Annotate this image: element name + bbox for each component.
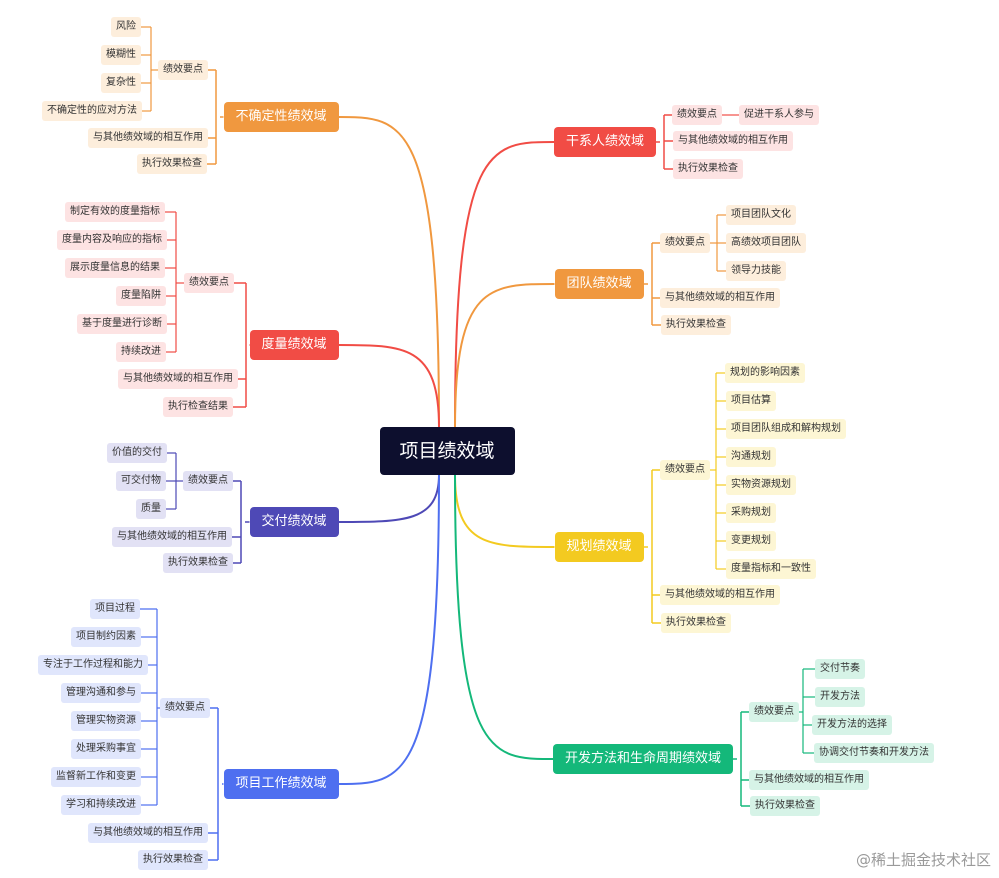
branch-planning[interactable]: 规划绩效域 bbox=[554, 532, 644, 562]
branch-team[interactable]: 团队绩效域 bbox=[554, 269, 644, 299]
key-point-item-delivery[interactable]: 质量 bbox=[136, 499, 166, 519]
key-point-item-planning[interactable]: 采购规划 bbox=[726, 503, 776, 523]
key-point-item-planning[interactable]: 规划的影响因素 bbox=[725, 363, 805, 383]
check-measure[interactable]: 执行检查结果 bbox=[163, 397, 233, 417]
key-point-item-measure[interactable]: 度量陷阱 bbox=[116, 286, 166, 306]
connector-line bbox=[454, 141, 555, 428]
key-point-item-measure[interactable]: 持续改进 bbox=[116, 342, 166, 362]
key-point-item-measure[interactable]: 制定有效的度量指标 bbox=[65, 202, 165, 222]
key-point-item-work[interactable]: 管理沟通和参与 bbox=[61, 683, 141, 703]
root-node[interactable]: 项目绩效域 bbox=[379, 427, 515, 475]
interaction-stakeholder[interactable]: 与其他绩效域的相互作用 bbox=[673, 131, 793, 151]
key-point-item-work[interactable]: 学习和持续改进 bbox=[61, 795, 141, 815]
key-points-stakeholder[interactable]: 绩效要点 bbox=[672, 105, 722, 125]
key-point-item-planning[interactable]: 项目估算 bbox=[726, 391, 776, 411]
key-point-item-team[interactable]: 项目团队文化 bbox=[726, 205, 796, 225]
watermark: @稀土掘金技术社区 bbox=[855, 851, 991, 869]
key-point-item-work[interactable]: 项目过程 bbox=[90, 599, 140, 619]
key-points-delivery[interactable]: 绩效要点 bbox=[183, 471, 233, 491]
interaction-planning[interactable]: 与其他绩效域的相互作用 bbox=[660, 585, 780, 605]
branch-dev[interactable]: 开发方法和生命周期绩效域 bbox=[553, 744, 734, 774]
branch-measure[interactable]: 度量绩效域 bbox=[249, 330, 339, 360]
key-point-item-dev[interactable]: 协调交付节奏和开发方法 bbox=[814, 743, 934, 763]
key-point-item-team[interactable]: 高绩效项目团队 bbox=[726, 233, 806, 253]
key-point-item-planning[interactable]: 项目团队组成和解构规划 bbox=[726, 419, 846, 439]
key-points-dev[interactable]: 绩效要点 bbox=[749, 702, 799, 722]
connector-line bbox=[454, 474, 554, 760]
check-work[interactable]: 执行效果检查 bbox=[138, 850, 208, 870]
connector-line bbox=[338, 344, 440, 428]
key-point-item-measure[interactable]: 基于度量进行诊断 bbox=[77, 314, 167, 334]
key-point-item-uncertainty[interactable]: 风险 bbox=[111, 17, 141, 37]
connector-line bbox=[454, 474, 555, 548]
key-point-item-delivery[interactable]: 可交付物 bbox=[116, 471, 166, 491]
key-point-item-delivery[interactable]: 价值的交付 bbox=[107, 443, 167, 463]
interaction-delivery[interactable]: 与其他绩效域的相互作用 bbox=[112, 527, 232, 547]
branch-stakeholder[interactable]: 干系人绩效域 bbox=[554, 127, 657, 157]
connector-line bbox=[338, 474, 440, 785]
connector-line bbox=[454, 283, 555, 428]
key-points-planning[interactable]: 绩效要点 bbox=[660, 460, 710, 480]
key-point-item-dev[interactable]: 开发方法 bbox=[815, 687, 865, 707]
key-points-measure[interactable]: 绩效要点 bbox=[184, 273, 234, 293]
key-point-item-work[interactable]: 专注于工作过程和能力 bbox=[38, 655, 148, 675]
key-point-item-work[interactable]: 管理实物资源 bbox=[71, 711, 141, 731]
check-team[interactable]: 执行效果检查 bbox=[661, 315, 731, 335]
check-uncertainty[interactable]: 执行效果检查 bbox=[137, 154, 207, 174]
key-point-item-uncertainty[interactable]: 模糊性 bbox=[101, 45, 141, 65]
interaction-dev[interactable]: 与其他绩效域的相互作用 bbox=[749, 770, 869, 790]
key-point-item-measure[interactable]: 度量内容及响应的指标 bbox=[57, 230, 167, 250]
key-point-item-uncertainty[interactable]: 复杂性 bbox=[101, 73, 141, 93]
connector-line bbox=[338, 474, 440, 523]
branch-work[interactable]: 项目工作绩效域 bbox=[223, 769, 339, 799]
key-point-item-dev[interactable]: 开发方法的选择 bbox=[812, 715, 892, 735]
check-delivery[interactable]: 执行效果检查 bbox=[163, 553, 233, 573]
key-point-item-measure[interactable]: 展示度量信息的结果 bbox=[65, 258, 165, 278]
key-point-item-work[interactable]: 项目制约因素 bbox=[71, 627, 141, 647]
check-planning[interactable]: 执行效果检查 bbox=[661, 613, 731, 633]
branch-delivery[interactable]: 交付绩效域 bbox=[249, 507, 339, 537]
interaction-measure[interactable]: 与其他绩效域的相互作用 bbox=[118, 369, 238, 389]
key-point-item-work[interactable]: 处理采购事宜 bbox=[71, 739, 141, 759]
key-point-item-planning[interactable]: 度量指标和一致性 bbox=[726, 559, 816, 579]
branch-uncertainty[interactable]: 不确定性绩效域 bbox=[223, 102, 339, 132]
key-point-item-dev[interactable]: 交付节奏 bbox=[815, 659, 865, 679]
key-point-item-work[interactable]: 监督新工作和变更 bbox=[51, 767, 141, 787]
interaction-team[interactable]: 与其他绩效域的相互作用 bbox=[660, 288, 780, 308]
key-point-item-team[interactable]: 领导力技能 bbox=[726, 261, 786, 281]
check-dev[interactable]: 执行效果检查 bbox=[750, 796, 820, 816]
key-point-item-planning[interactable]: 实物资源规划 bbox=[726, 475, 796, 495]
key-point-item-planning[interactable]: 变更规划 bbox=[726, 531, 776, 551]
key-points-uncertainty[interactable]: 绩效要点 bbox=[158, 60, 208, 80]
interaction-uncertainty[interactable]: 与其他绩效域的相互作用 bbox=[88, 128, 208, 148]
key-points-team[interactable]: 绩效要点 bbox=[660, 233, 710, 253]
connector-line bbox=[338, 116, 440, 428]
interaction-work[interactable]: 与其他绩效域的相互作用 bbox=[88, 823, 208, 843]
key-points-work[interactable]: 绩效要点 bbox=[160, 698, 210, 718]
key-point-item-planning[interactable]: 沟通规划 bbox=[726, 447, 776, 467]
check-stakeholder[interactable]: 执行效果检查 bbox=[673, 159, 743, 179]
key-point-item-stakeholder[interactable]: 促进干系人参与 bbox=[739, 105, 819, 125]
key-point-item-uncertainty[interactable]: 不确定性的应对方法 bbox=[42, 101, 142, 121]
